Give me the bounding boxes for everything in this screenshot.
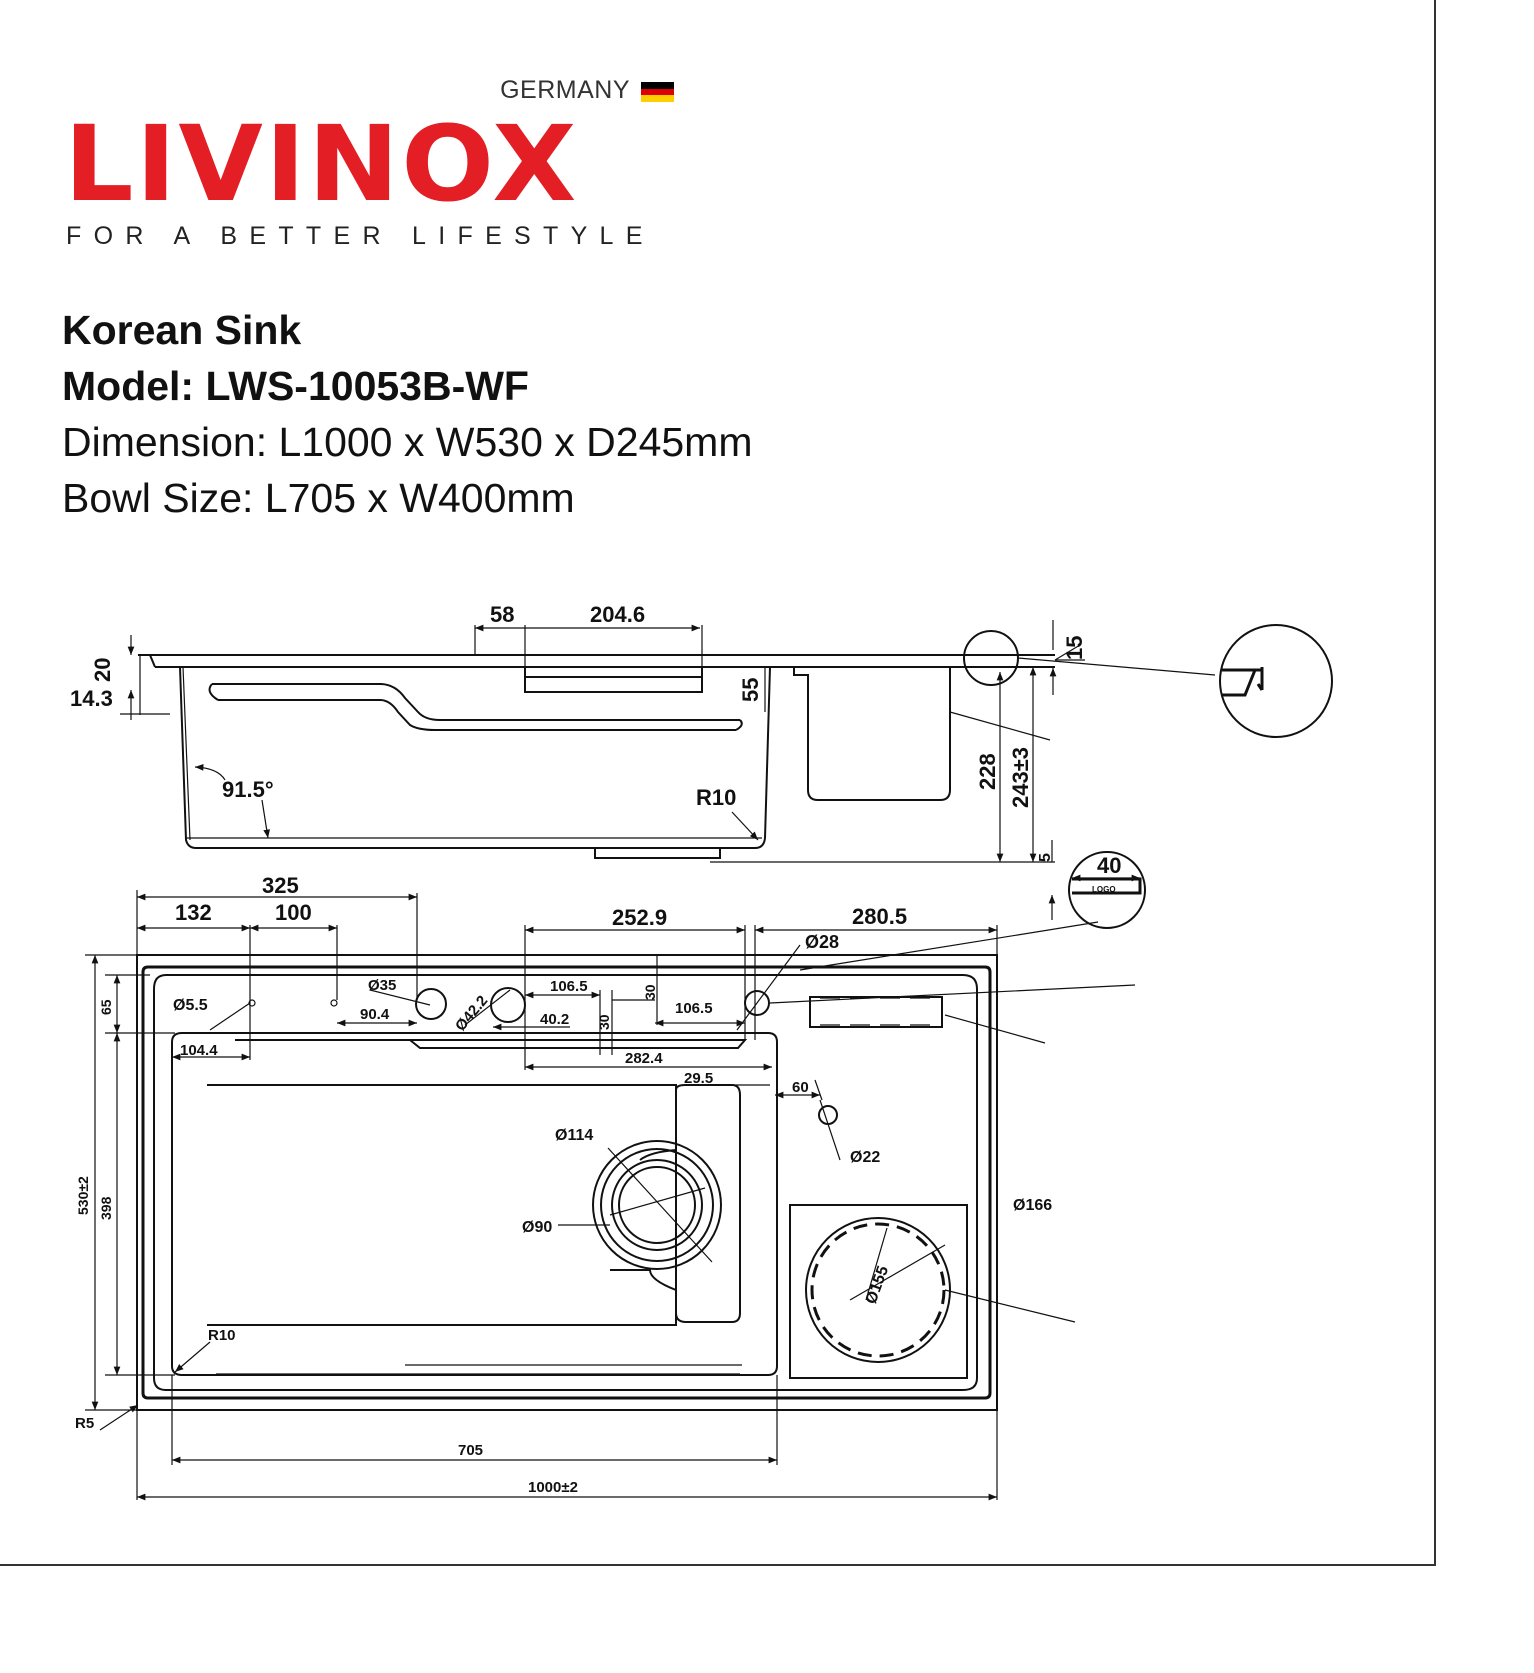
dim-55: 55 — [738, 678, 763, 702]
dim-angle: 91.5° — [222, 777, 274, 802]
dim-dia-35: Ø35 — [368, 977, 396, 994]
top-view: 325 132 100 252.9 280.5 Ø28 Ø35 Ø5.5 90.… — [75, 873, 1136, 1501]
dim-106-5-b: 106.5 — [675, 1000, 713, 1017]
dim-dia-28: Ø28 — [805, 932, 839, 952]
dim-398: 398 — [98, 1196, 114, 1220]
dim-252-9: 252.9 — [612, 905, 667, 930]
dim-dia-5-5: Ø5.5 — [173, 997, 208, 1014]
dim-90-4: 90.4 — [360, 1006, 390, 1023]
brand-tagline: FOR A BETTER LIFESTYLE — [66, 222, 655, 250]
dim-60: 60 — [792, 1079, 809, 1096]
dim-104-4: 104.4 — [180, 1042, 218, 1059]
dim-65: 65 — [98, 999, 114, 1015]
dim-dia-166: Ø166 — [1013, 1197, 1052, 1214]
dim-243: 243±3 — [1008, 747, 1033, 808]
dim-dia-42-2: Ø42.2 — [452, 992, 491, 1034]
dim-705: 705 — [458, 1442, 483, 1459]
dim-14-3: 14.3 — [70, 686, 113, 711]
dim-40-2: 40.2 — [540, 1011, 569, 1028]
dim-20: 20 — [90, 658, 115, 682]
dim-30-b: 30 — [596, 1014, 612, 1030]
product-title: Korean Sink — [62, 307, 302, 353]
product-model: Model: LWS-10053B-WF — [62, 363, 529, 409]
dim-29-5: 29.5 — [684, 1070, 713, 1087]
dim-132: 132 — [175, 900, 212, 925]
dim-15: 15 — [1062, 636, 1087, 660]
dim-530: 530±2 — [75, 1176, 91, 1215]
dim-r10: R10 — [696, 785, 736, 810]
dim-282-4: 282.4 — [625, 1050, 663, 1067]
dim-228: 228 — [975, 753, 1000, 790]
side-view: 58 204.6 20 14.3 55 15 228 243±3 5 40 LO… — [70, 602, 1333, 929]
page-frame — [0, 0, 1436, 1566]
dim-dia-22: Ø22 — [850, 1149, 880, 1166]
dim-r10-top: R10 — [208, 1327, 236, 1344]
dim-30-a: 30 — [642, 984, 658, 1000]
dim-dia-155: Ø155 — [863, 1264, 892, 1307]
brand-logo: LIVINOX — [64, 103, 579, 225]
brand-origin: GERMANY — [500, 76, 630, 104]
product-bowl-size: Bowl Size: L705 x W400mm — [62, 475, 575, 521]
dim-dia-90: Ø90 — [522, 1219, 552, 1236]
dim-dia-114: Ø114 — [555, 1127, 593, 1144]
dim-5: 5 — [1037, 853, 1054, 862]
logo-plate: LOGO — [1092, 885, 1116, 894]
dim-100: 100 — [275, 900, 312, 925]
dim-106-5-a: 106.5 — [550, 978, 588, 995]
product-dimension: Dimension: L1000 x W530 x D245mm — [62, 419, 753, 465]
dim-280-5: 280.5 — [852, 904, 907, 929]
dim-204-6: 204.6 — [590, 602, 645, 627]
dim-1000: 1000±2 — [528, 1479, 578, 1496]
product-info: Korean Sink Model: LWS-10053B-WF Dimensi… — [62, 302, 752, 526]
dim-40: 40 — [1097, 853, 1121, 878]
dim-58: 58 — [490, 602, 514, 627]
dim-r5: R5 — [75, 1415, 94, 1432]
germany-flag-icon — [641, 82, 674, 102]
dim-325: 325 — [262, 873, 299, 898]
